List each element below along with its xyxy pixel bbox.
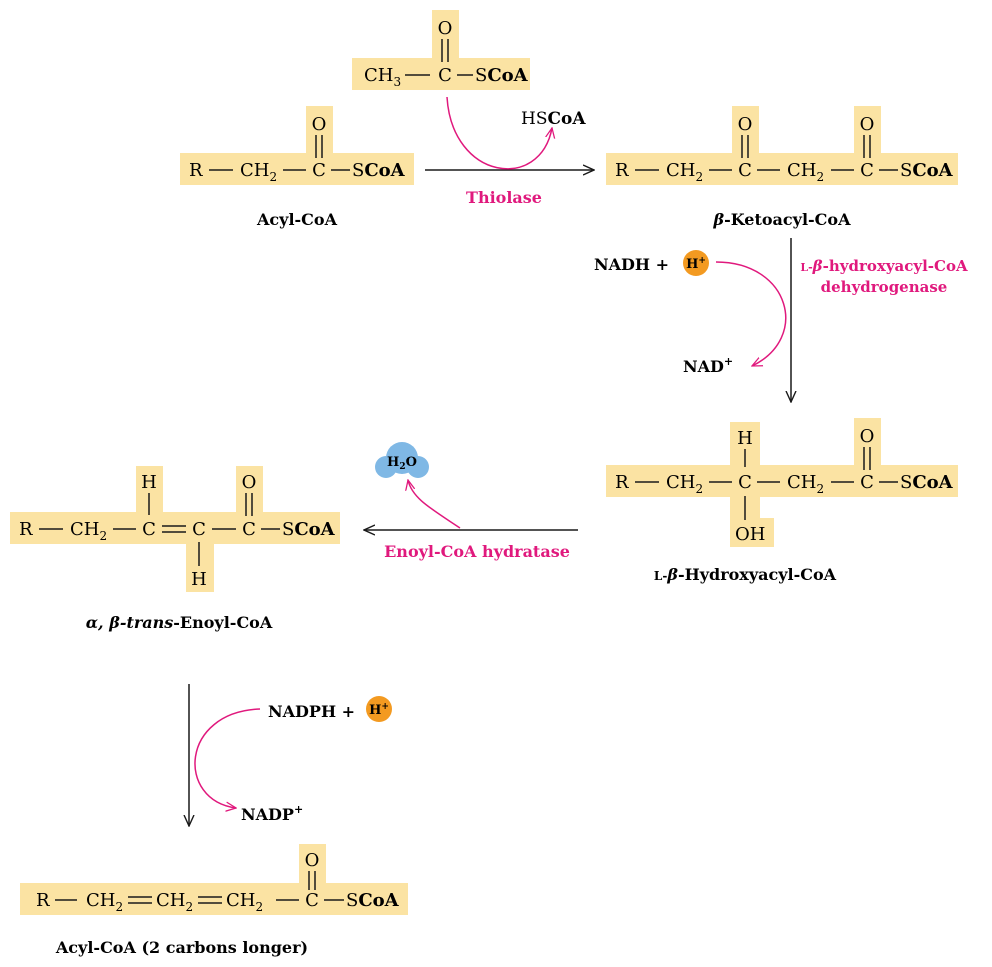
enoyl-h-bottom-band xyxy=(186,540,214,592)
hydroxyacyl-hydrogen: H xyxy=(737,428,753,449)
acyl-coa-label: Acyl-CoA xyxy=(256,210,338,229)
water-label: H2O xyxy=(387,455,417,472)
product-oxygen: O xyxy=(305,850,320,871)
product-carbon: C xyxy=(305,890,319,911)
proton-ball-2 xyxy=(366,696,392,722)
ketoacyl-carbonyl-band-1 xyxy=(732,106,759,156)
enoyl-hydrogen-top: H xyxy=(141,472,157,493)
enoyl-scoa: SCoA xyxy=(282,519,336,540)
enoyl-coa-label: α, β-trans-Enoyl-CoA xyxy=(86,613,273,632)
product-ch2-3: CH2 xyxy=(226,890,263,914)
ketoacyl-ch2-1: CH2 xyxy=(666,160,703,184)
acyl-coa-structure: O R CH2 C SCoA Acyl-CoA xyxy=(180,106,414,229)
hydroxyacyl-r: R xyxy=(615,472,629,493)
proton-2-label: H+ xyxy=(369,702,389,718)
enoyl-carbon-beta: C xyxy=(192,519,206,540)
nadph-label: NADPH + xyxy=(268,702,355,721)
acyl-band xyxy=(180,153,414,185)
thiolase-label: Thiolase xyxy=(466,188,542,207)
nadh-label: NADH + xyxy=(594,255,669,274)
hydroxyacyl-scoa: SCoA xyxy=(900,472,954,493)
enoyl-hydrogen-bottom: H xyxy=(191,569,207,590)
nadp-label: NADP+ xyxy=(241,803,303,824)
enoyl-carbon-alpha: C xyxy=(142,519,156,540)
product-label: Acyl-CoA (2 carbons longer) xyxy=(55,938,308,957)
dehydrogenase-label-line2: dehydrogenase xyxy=(821,278,948,296)
nadh-oxidation-arrow xyxy=(715,261,787,366)
product-band xyxy=(20,883,408,915)
enoyl-ch2: CH2 xyxy=(70,519,107,543)
acetyl-band xyxy=(352,58,530,90)
ketoacyl-carbonyl-band-2 xyxy=(854,106,881,156)
hydroxyacyl-oh-band xyxy=(730,518,774,547)
hscoa-label: HSCoA xyxy=(521,109,586,129)
product-carbonyl-band xyxy=(299,844,326,888)
acyl-carbonyl-band xyxy=(306,106,333,156)
dehydrogenase-step: NADH + H+ NAD+ L-β-hydroxyacyl-CoA dehyd… xyxy=(594,238,968,402)
hydroxyacyl-ch2-1: CH2 xyxy=(666,472,703,496)
acetyl-carbon: C xyxy=(438,65,452,86)
ketoacyl-coa-label: β-Ketoacyl-CoA xyxy=(712,210,851,229)
enoyl-r: R xyxy=(19,519,33,540)
hscoa-release-arrow xyxy=(446,96,552,170)
ketoacyl-coa-structure: O O R CH2 C CH2 C SCoA β-Ketoacyl-CoA xyxy=(606,106,958,229)
enoyl-oxygen: O xyxy=(242,472,257,493)
product-ch2-1: CH2 xyxy=(86,890,123,914)
product-acyl-coa-structure: O R CH2 CH2 CH2 C SCoA Acyl-CoA (2 carbo… xyxy=(20,844,408,957)
nadph-oxidation-arrow xyxy=(194,708,261,808)
acetyl-coa-structure: O CH3 C SCoA xyxy=(352,10,530,90)
acyl-carbon: C xyxy=(312,160,326,181)
ketoacyl-ch2-2: CH2 xyxy=(787,160,824,184)
hydroxyacyl-oh: OH xyxy=(735,524,765,545)
enoyl-coa-structure: H O R CH2 C C C SCoA H α, β-trans-Enoyl-… xyxy=(10,466,340,632)
product-scoa: SCoA xyxy=(346,890,400,911)
acetyl-oxygen: O xyxy=(438,18,453,39)
dehydrogenase-label-line1: L-β-hydroxyacyl-CoA xyxy=(800,257,968,275)
enoyl-carbonyl-band xyxy=(236,466,263,516)
water-release-arrow xyxy=(408,480,461,529)
nad-label: NAD+ xyxy=(683,355,733,376)
acetyl-carbonyl-band xyxy=(432,10,459,60)
acyl-oxygen: O xyxy=(312,114,327,135)
acyl-ch2: CH2 xyxy=(240,160,277,184)
ketoacyl-carbon-1: C xyxy=(738,160,752,181)
hydroxyacyl-oxygen: O xyxy=(860,426,875,447)
proton-ball-1 xyxy=(683,250,709,276)
hydratase-label: Enoyl-CoA hydratase xyxy=(384,542,570,561)
hydratase-step: H2O Enoyl-CoA hydratase xyxy=(364,442,578,561)
hydroxyacyl-carbon-2: C xyxy=(860,472,874,493)
hydroxyacyl-ch2-2: CH2 xyxy=(787,472,824,496)
acetyl-scoa: SCoA xyxy=(475,65,529,86)
ketoacyl-carbon-2: C xyxy=(860,160,874,181)
acyl-r: R xyxy=(189,160,203,181)
ketoacyl-band xyxy=(606,153,958,185)
enoyl-carbon-carbonyl: C xyxy=(242,519,256,540)
reductase-step: NADPH + H+ NADP+ xyxy=(189,684,392,826)
hydroxyacyl-coa-label: L-β-Hydroxyacyl-CoA xyxy=(654,565,837,584)
ketoacyl-scoa: SCoA xyxy=(900,160,954,181)
acyl-scoa: SCoA xyxy=(352,160,406,181)
hydroxyacyl-carbon-1: C xyxy=(738,472,752,493)
product-r: R xyxy=(36,890,50,911)
enoyl-band xyxy=(10,512,340,544)
product-ch2-2: CH2 xyxy=(156,890,193,914)
thiolase-step: HSCoA Thiolase xyxy=(425,96,594,207)
hydroxyacyl-carbonyl-band xyxy=(854,418,881,468)
proton-1-label: H+ xyxy=(686,256,706,272)
ketoacyl-oxygen-2: O xyxy=(860,114,875,135)
ketoacyl-r: R xyxy=(615,160,629,181)
water-molecule-icon: H2O xyxy=(375,442,429,478)
ketoacyl-oxygen-1: O xyxy=(738,114,753,135)
acetyl-ch3: CH3 xyxy=(364,65,401,89)
hydroxyacyl-band xyxy=(606,465,958,497)
hydroxyacyl-coa-structure: H O R CH2 C CH2 C SCoA OH L-β-Hydroxyacy… xyxy=(606,418,958,584)
